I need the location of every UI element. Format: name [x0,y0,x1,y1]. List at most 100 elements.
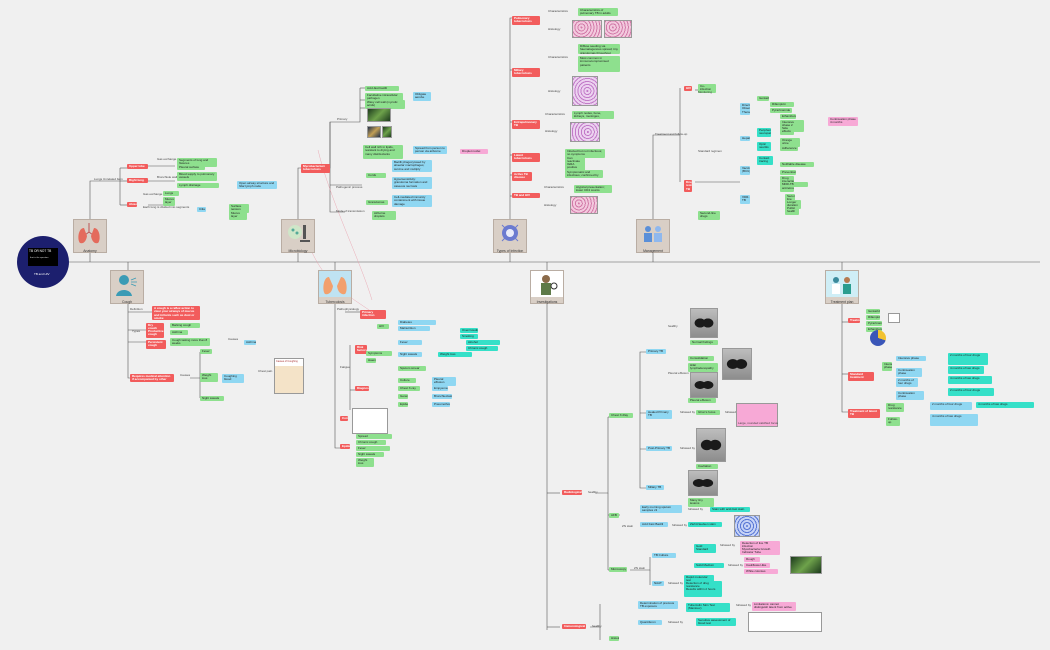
types-t3a[interactable]: Lymph nodes, bone, kidneys, meninges, pe… [572,111,614,119]
inv-p4a[interactable]: Cavitation [696,464,718,470]
treat-r3b[interactable]: Follow-up [886,417,900,426]
tb-b4[interactable]: Diagnosis [355,386,369,392]
tb-b4a[interactable]: Sputum smear [398,366,426,372]
treat-r3[interactable]: Treatment of latent TB [848,409,880,418]
topic-anatomy[interactable] [73,219,107,253]
tb-b3[interactable]: Symptoms [366,351,392,357]
tb-b2e[interactable]: Smoking [460,334,478,340]
inv-m3d[interactable]: Mycobacteria Growth Indicator Tube [740,547,780,555]
anatomy-c9[interactable]: Lungs [163,191,179,197]
inv-m3c[interactable]: Detection of live TB infection [740,541,780,550]
treat-r2[interactable]: Standard treatment [848,372,874,381]
treat-r1c[interactable]: Pyrazinamide [866,321,882,327]
micro-m2[interactable]: Acid-fast bacilli [365,86,399,92]
anatomy-c5[interactable]: Blood supply to pulmonary vessels [177,172,217,181]
inv-im1[interactable]: Determination of previous TB exposure [638,601,678,609]
inv-p4[interactable]: Post-Primary TB [646,446,672,452]
types-t6c[interactable]: Atypical presentation; lower CD4 counts [574,185,612,193]
cough-c1a[interactable]: A cough is a reflex action to clear your… [152,306,200,320]
tb-b2a[interactable]: HIV [377,324,389,330]
inv-m4b[interactable]: Cauliflower-like [744,563,770,569]
types-t6[interactable]: TB and HIV [512,193,540,199]
tb-b3a[interactable]: Chronic cough [466,346,498,352]
tb-b3e[interactable]: Weight loss [438,352,472,358]
anatomy-c3[interactable]: Segments of lung and fissures [177,158,217,167]
tb-b5c[interactable]: Bronchiectasis [432,394,452,400]
topic-investigations[interactable] [530,270,564,304]
management-d18[interactable]: MDR-TB [780,182,808,188]
inv-p1b[interactable]: Normal findings [690,340,718,346]
anatomy-c12[interactable]: Surface tension [229,204,249,213]
inv-i1[interactable]: Radiological [562,490,582,496]
cough-c2e[interactable]: Asthma [170,330,188,336]
inv-im2a[interactable]: Sensitive assessment of blood test [696,618,736,626]
inv-p5[interactable]: Miliary TB [646,485,664,491]
topic-cough[interactable] [110,270,144,304]
inv-im2[interactable]: Quantiferon [638,620,662,626]
inv-m3a[interactable]: Microscopy [609,567,627,573]
topic-types[interactable] [493,219,527,253]
micro-m4[interactable]: Waxy cell wall (mycolic acids) [365,100,405,109]
tb-b6e[interactable]: Spread [356,434,392,440]
cough-c4[interactable]: Requires medical attention if accompanie… [130,374,174,382]
management-d10[interactable]: Optic neuritis [757,142,771,151]
inv-m4c[interactable]: White colonies [744,569,778,575]
inv-m4a[interactable]: Rough [744,557,760,563]
micro-m12[interactable]: Droplet nuclei [460,149,488,155]
tb-b4c[interactable]: Chest X-ray [398,386,420,392]
cough-c4c[interactable]: Coughing blood [222,374,244,383]
types-t4c[interactable]: IGRA positive [565,162,585,171]
management-d21[interactable]: Longer duration [785,200,801,209]
treat-r1d[interactable]: Ethambutol [866,327,882,333]
treat-r3b-detail[interactable]: 4 months of two drugs [930,414,978,426]
tb-b6[interactable]: Complications [340,416,348,422]
inv-m2[interactable]: Acid Fast Bacilli [640,522,668,528]
inv-i3[interactable]: Immunological [562,624,586,630]
micro-m14[interactable]: Cords [366,173,386,179]
treat-r2e[interactable]: 4 months of two drugs [948,376,992,384]
anatomy-c13[interactable]: Mucus layer [163,197,175,206]
cough-c4a[interactable]: Fever [200,349,212,355]
topic-management[interactable] [636,219,670,253]
micro-m19[interactable]: Cell-mediated immunity containment with … [392,195,432,207]
tb-b2d[interactable]: Overcrowding [460,328,478,334]
types-t5a[interactable]: Symptomatic and infectious; confirmed by… [565,170,603,178]
tb-b3b[interactable]: Haemoptysis [366,358,376,364]
management-d7[interactable]: Side effects [780,126,794,135]
tb-b6g[interactable]: Fever [356,446,390,452]
treat-r2d[interactable]: 4 months of two drugs [948,366,984,374]
management-h1[interactable]: HIV [684,86,692,92]
treat-r2f[interactable]: 2 months of four drugs [948,388,994,396]
types-t2[interactable]: Miliary tuberculosis [512,68,540,77]
tb-b6f[interactable]: Chronic cough [356,440,386,446]
inv-p3[interactable]: Healed Primary TB [646,410,672,419]
inv-im1b[interactable]: Limitations: cannot distinguish latent f… [752,602,796,611]
tb-b4b[interactable]: Culture [398,378,416,384]
micro-m18[interactable]: Granulomas [366,200,388,206]
cough-c4d[interactable]: Night sweats [200,396,224,402]
tb-b3d[interactable]: Night sweats [398,352,422,358]
treat-r2b[interactable]: Continuation phase [896,391,924,400]
inv-m1a[interactable]: Early morning sputum samples x3 [640,505,682,513]
inv-m1c[interactable]: Stain with acid-fast stain [710,507,750,513]
tb-b4d[interactable]: GeneXpert [398,394,408,400]
micro-m10[interactable]: Cell wall rich in lipids, resistant to d… [363,145,403,159]
micro-main[interactable]: Mycobacterium tuberculosis [301,164,330,173]
micro-m3[interactable]: Facultative intracellular pathogen [365,93,403,102]
micro-m11[interactable]: Spread from person to person via airborn… [413,146,447,154]
types-t4b[interactable]: Can reactivate [565,156,585,165]
management-d22[interactable]: Public health [785,206,799,215]
anatomy-c11[interactable]: Cilia [197,207,206,213]
topic-tuberculosis[interactable] [318,270,352,304]
inv-m5c[interactable]: Results within 2 hours [684,587,722,597]
inv-m4[interactable]: Solid Medium [694,563,724,569]
inv-p3a[interactable]: Ghon's focus [696,410,720,416]
micro-m22[interactable]: Airborne droplets [372,211,396,220]
inv-i1a[interactable]: Chest X-Ray [609,413,633,419]
management-d2[interactable]: Rifampicin [770,102,794,108]
treat-r1a[interactable]: Isoniazid [866,309,880,315]
cough-c3c[interactable]: Asthma [244,340,256,346]
management-h1a[interactable]: Co-infection [698,84,716,93]
management-d1[interactable]: Isoniazid [757,96,769,102]
management-d6[interactable]: Continuation phase 4 months [828,117,858,126]
